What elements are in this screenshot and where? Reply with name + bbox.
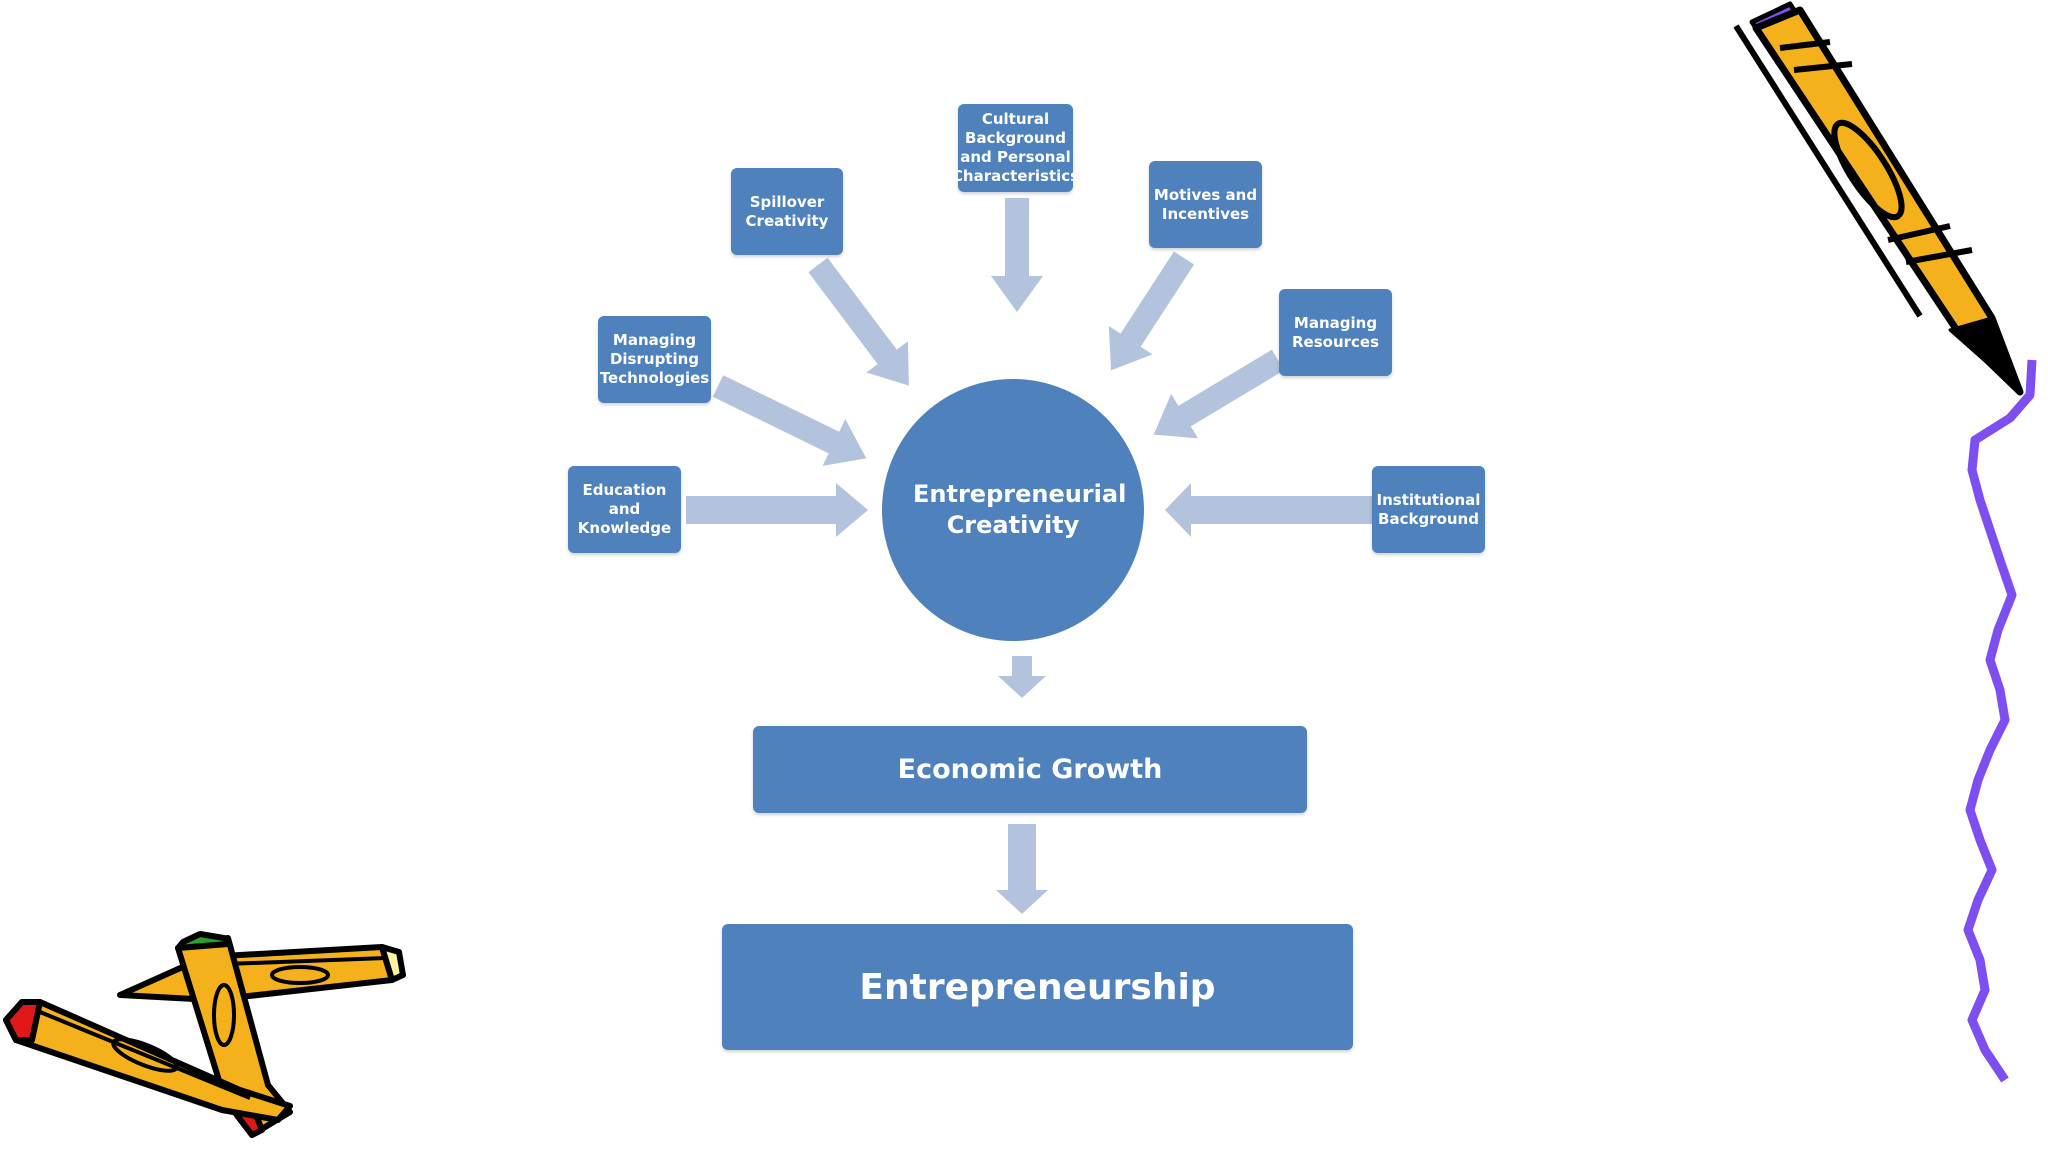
node-disrupting: Managing Disrupting Technologies — [598, 316, 711, 403]
node-institutional-label: Institutional Background — [1376, 490, 1481, 528]
node-spillover-label: Spillover Creativity — [745, 192, 829, 230]
node-cultural-label: Cultural Background and Personal Charact… — [951, 110, 1080, 185]
arrow-to-entrepreneurship — [996, 824, 1048, 914]
pencils-clipart-icon — [3, 931, 406, 1138]
arrow-cultural — [991, 198, 1043, 312]
arrow-education — [686, 483, 868, 537]
node-motives-label: Motives and Incentives — [1153, 185, 1258, 223]
node-entrepreneurship: Entrepreneurship — [722, 924, 1353, 1050]
node-education-label: Education and Knowledge — [577, 481, 672, 537]
node-disrupting-label: Managing Disrupting Technologies — [599, 331, 710, 387]
arrow-institutional — [1165, 483, 1373, 537]
node-cultural: Cultural Background and Personal Charact… — [952, 104, 1079, 192]
arrow-resources — [1153, 349, 1285, 439]
node-education: Education and Knowledge — [568, 466, 681, 553]
squiggle-line — [1963, 359, 2037, 1083]
node-center-label: Entrepreneurial Creativity — [913, 480, 1127, 539]
node-spillover: Spillover Creativity — [731, 168, 843, 255]
node-entrepreneurship-label: Entrepreneurship — [859, 966, 1216, 1008]
node-growth: Economic Growth — [753, 726, 1307, 813]
arrow-disrupting — [712, 375, 867, 466]
node-institutional: Institutional Background — [1372, 466, 1485, 553]
arrow-motives — [1108, 251, 1195, 371]
pencil-clipart-icon — [1733, 1, 2024, 396]
node-resources: Managing Resources — [1279, 289, 1392, 376]
node-motives: Motives and Incentives — [1149, 161, 1262, 248]
node-resources-label: Managing Resources — [1291, 313, 1380, 351]
node-center: Entrepreneurial Creativity — [882, 379, 1144, 641]
node-growth-label: Economic Growth — [897, 754, 1163, 785]
arrow-spillover — [808, 257, 909, 386]
arrow-to-growth — [998, 656, 1046, 698]
